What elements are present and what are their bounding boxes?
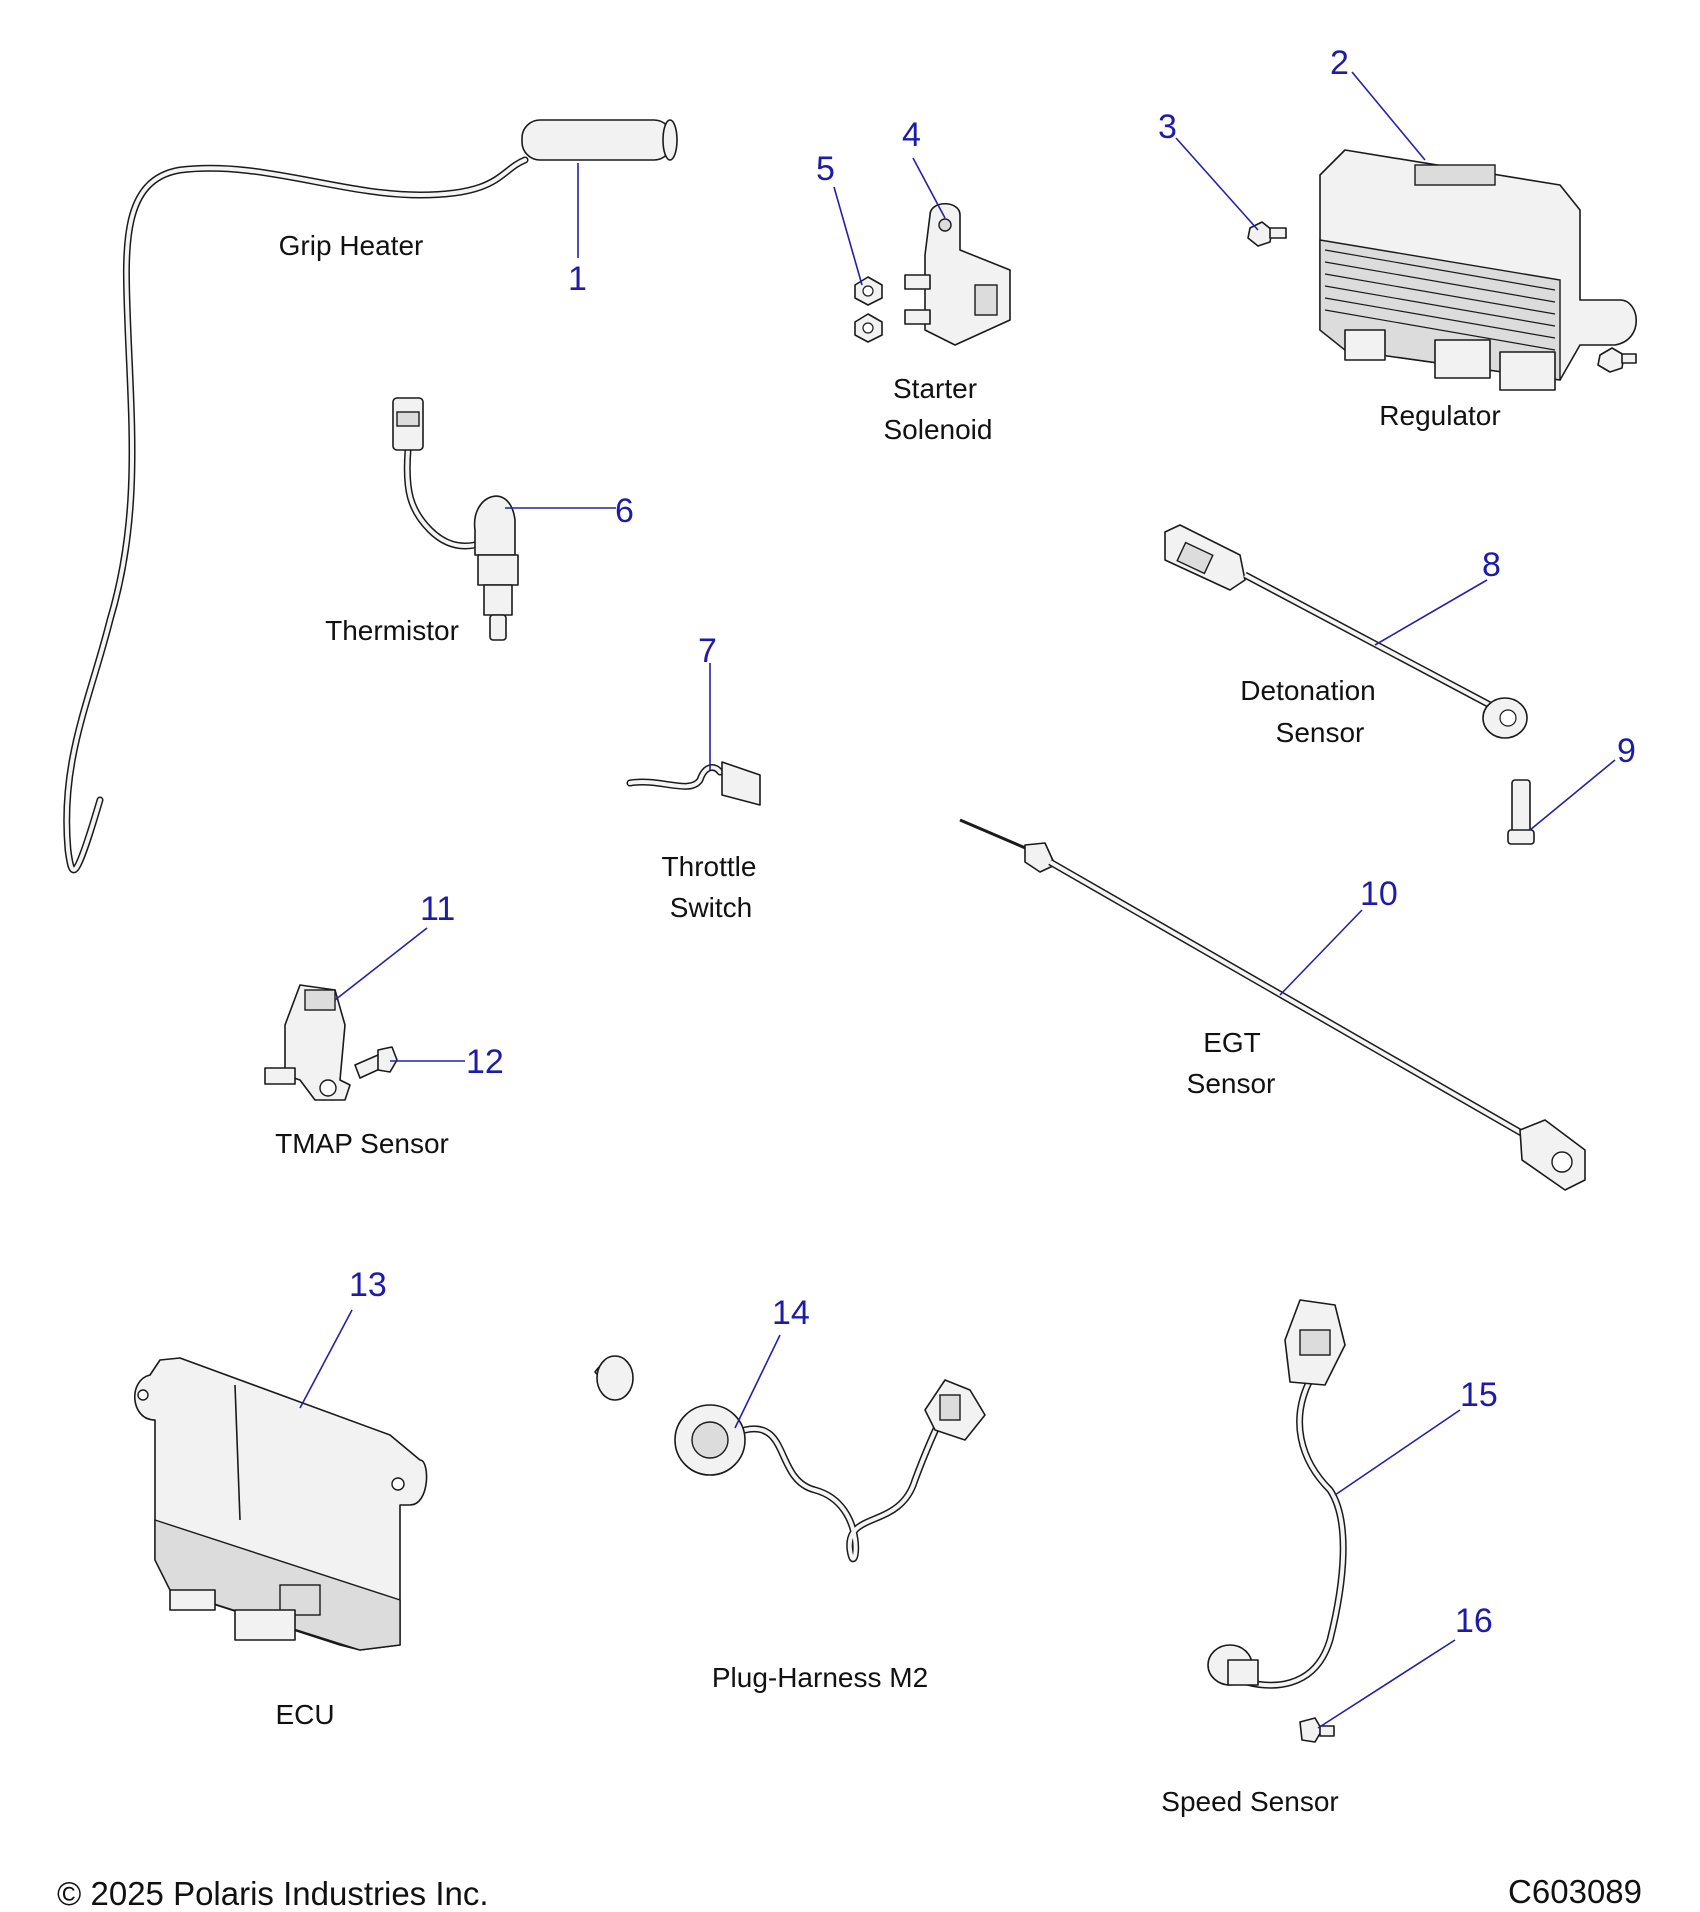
- label-plug-harness: Plug-Harness M2: [712, 1662, 928, 1693]
- callout-5: 5: [816, 150, 835, 188]
- thermistor-part: [392, 397, 519, 641]
- speed-sensor-bolt: [1299, 1717, 1335, 1743]
- detonation-sensor-part: [1164, 524, 1528, 739]
- label-throttle: Throttle: [662, 851, 757, 882]
- label-detonation: Detonation: [1240, 675, 1375, 706]
- label-tmap-sensor: TMAP Sensor: [275, 1128, 449, 1159]
- callout-9: 9: [1617, 732, 1636, 770]
- solenoid-nut-2: [854, 313, 883, 343]
- callout-7: 7: [698, 632, 717, 670]
- callout-4: 4: [902, 116, 921, 154]
- starter-solenoid-part: [904, 202, 1011, 346]
- regulator-part: [1319, 149, 1638, 391]
- label-ecu: ECU: [275, 1699, 334, 1730]
- callout-15: 15: [1460, 1376, 1498, 1414]
- ecu-part: [134, 1357, 428, 1651]
- plug-harness-part: [594, 1355, 986, 1562]
- label-solenoid: Solenoid: [884, 414, 993, 445]
- callout-12: 12: [466, 1043, 504, 1081]
- callout-10: 10: [1360, 875, 1398, 913]
- label-speed-sensor: Speed Sensor: [1161, 1786, 1338, 1817]
- label-detonation-sensor: Sensor: [1276, 717, 1365, 748]
- label-switch: Switch: [670, 892, 752, 923]
- label-thermistor: Thermistor: [325, 615, 459, 646]
- egt-sensor-part: [959, 818, 1586, 1191]
- label-egt-sensor: Sensor: [1187, 1068, 1276, 1099]
- label-starter: Starter: [893, 373, 977, 404]
- label-egt: EGT: [1203, 1027, 1261, 1058]
- solenoid-nut: [854, 276, 883, 306]
- leader-lines: [299, 71, 1616, 1729]
- tmap-sensor-part: [264, 984, 351, 1101]
- callout-8: 8: [1482, 546, 1501, 584]
- callout-13: 13: [349, 1266, 387, 1304]
- regulator-bolt: [1247, 221, 1287, 247]
- footer-copyright: © 2025 Polaris Industries Inc.: [57, 1875, 489, 1912]
- tmap-bolt: [354, 1046, 398, 1079]
- callout-2: 2: [1330, 44, 1349, 82]
- regulator-bolt-2: [1597, 347, 1637, 373]
- footer-code: C603089: [1508, 1873, 1642, 1910]
- callout-1: 1: [568, 260, 587, 298]
- speed-sensor-part: [1207, 1299, 1347, 1689]
- callout-14: 14: [772, 1294, 810, 1332]
- callout-3: 3: [1158, 108, 1177, 146]
- label-grip-heater: Grip Heater: [279, 230, 424, 261]
- grip-heater-part: [63, 119, 678, 874]
- throttle-switch-part: [626, 761, 761, 806]
- callout-16: 16: [1455, 1602, 1493, 1640]
- label-regulator: Regulator: [1379, 400, 1500, 431]
- detonation-bolt: [1507, 779, 1535, 845]
- callout-6: 6: [615, 492, 634, 530]
- callout-11: 11: [420, 890, 455, 928]
